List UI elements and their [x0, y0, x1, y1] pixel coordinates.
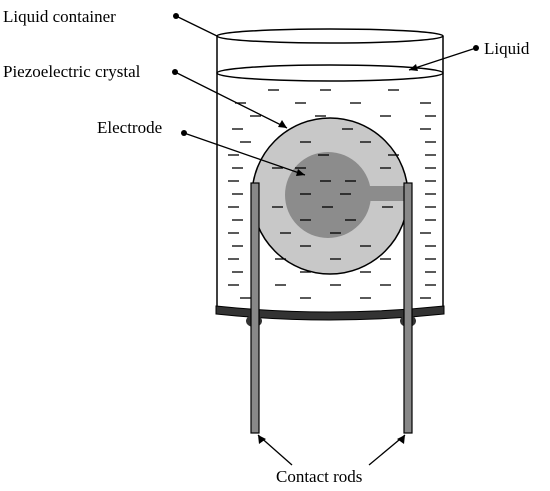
electrode: [285, 152, 371, 238]
leader-liquid-container: [175, 15, 218, 37]
electrode-tab: [368, 186, 408, 201]
liquid-container: [216, 28, 444, 308]
dot-liquid-container: [173, 13, 179, 19]
label-piezoelectric-crystal: Piezoelectric crystal: [3, 62, 141, 81]
leader-crystal: [174, 71, 288, 129]
left-contact-rod: [250, 182, 260, 434]
dot-liquid: [473, 45, 479, 51]
leader-liquid: [408, 47, 477, 71]
label-liquid: Liquid: [484, 39, 530, 58]
arrow-rod-right: [397, 435, 405, 444]
label-electrode: Electrode: [97, 118, 162, 137]
arrow-electrode: [296, 169, 305, 176]
right-contact-rod: [403, 182, 413, 434]
leader-electrode: [183, 132, 306, 176]
leader-markers: [172, 13, 479, 444]
label-liquid-container: Liquid container: [3, 7, 116, 26]
container-base: [215, 305, 445, 321]
arrow-liquid: [409, 64, 418, 71]
container-rim: [216, 28, 444, 44]
liquid-surface: [216, 64, 444, 82]
arrow-rod-left: [258, 435, 266, 444]
dot-crystal: [172, 69, 178, 75]
label-contact-rods: Contact rods: [276, 467, 362, 486]
arrow-crystal: [278, 120, 287, 128]
dot-electrode: [181, 130, 187, 136]
